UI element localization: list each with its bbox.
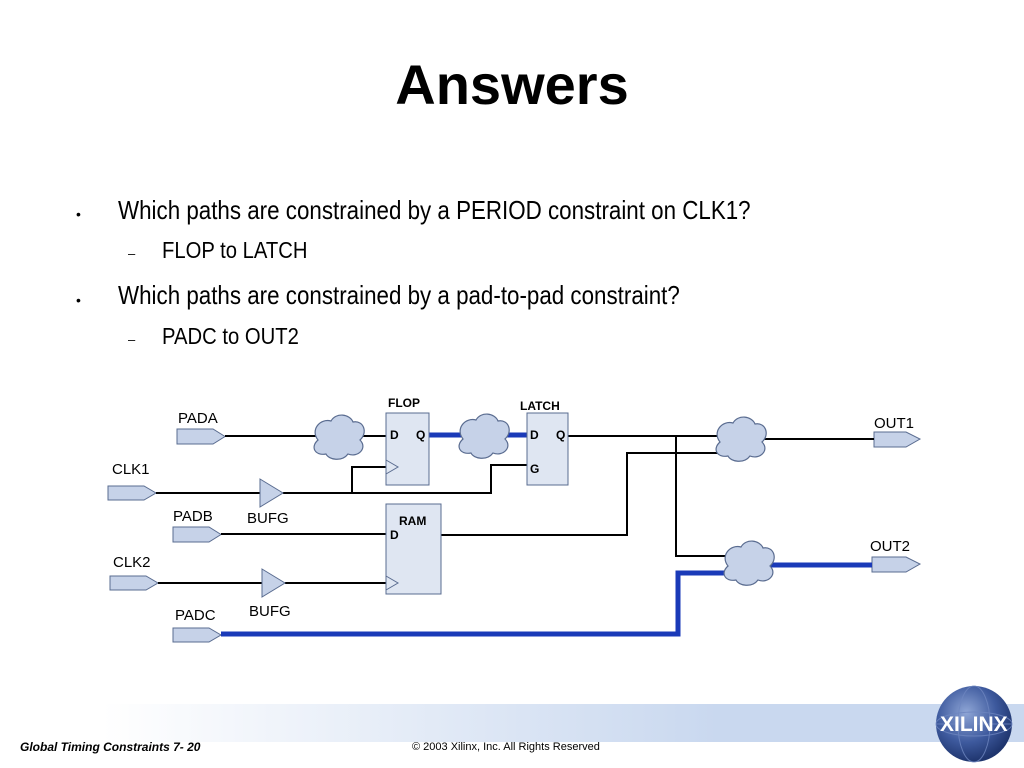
pad-clk2: [109, 575, 159, 591]
pad-pada: [176, 428, 226, 445]
latch-q-pin: Q: [556, 428, 565, 442]
label-clk1: CLK1: [112, 461, 150, 478]
pad-clk1: [107, 485, 157, 501]
logo-text: XILINX: [940, 713, 1008, 736]
ram-block: [385, 503, 442, 595]
circuit-diagram: PADA CLK1 PADB BUFG CLK2 PADC BUFG OUT1 …: [107, 396, 922, 643]
sub-bullet-2: PADC to OUT2: [162, 323, 299, 349]
bullet-dot: •: [76, 206, 81, 222]
flop-clock-marker: [385, 459, 399, 475]
bullet-list: • Which paths are constrained by a PERIO…: [0, 0, 1024, 360]
sub-bullet-dash: –: [128, 246, 136, 261]
sub-bullet-1: FLOP to LATCH: [162, 237, 308, 263]
label-pada: PADA: [178, 410, 218, 427]
latch-title: LATCH: [520, 399, 560, 413]
sub-bullet-dash: –: [128, 332, 136, 347]
footer-copyright: © 2003 Xilinx, Inc. All Rights Reserved: [412, 741, 600, 753]
bullet-2: Which paths are constrained by a pad-to-…: [118, 280, 680, 310]
label-clk2: CLK2: [113, 554, 151, 571]
ram-d-pin: D: [390, 528, 399, 542]
label-bufg-1: BUFG: [247, 510, 289, 527]
latch-g-pin: G: [530, 462, 539, 476]
footer-band: [0, 704, 1024, 742]
flop-title: FLOP: [388, 396, 420, 410]
label-padb: PADB: [173, 508, 213, 525]
bufg-triangle-1: [259, 478, 284, 508]
flop-block: [385, 412, 430, 486]
footer-course: Global Timing Constraints 7- 20: [20, 740, 201, 754]
flop-q-pin: Q: [416, 428, 425, 442]
logic-cloud: [313, 414, 365, 460]
latch-d-pin: D: [530, 428, 539, 442]
pad-padc: [172, 627, 222, 643]
logic-cloud: [715, 416, 767, 462]
pad-out1: [873, 431, 922, 448]
ram-clock-marker: [385, 575, 399, 591]
label-out2: OUT2: [870, 538, 910, 555]
flop-d-pin: D: [390, 428, 399, 442]
latch-block: [526, 412, 569, 486]
pad-padb: [172, 526, 222, 543]
label-out1: OUT1: [874, 415, 914, 432]
xilinx-logo: XILINX: [935, 685, 1013, 763]
label-bufg-2: BUFG: [249, 603, 291, 620]
pad-out2: [871, 556, 922, 573]
bufg-triangle-2: [261, 568, 286, 598]
logic-cloud: [458, 413, 510, 459]
label-padc: PADC: [175, 607, 216, 624]
highlighted-paths: [221, 432, 872, 637]
logic-cloud: [723, 540, 775, 586]
bullet-dot: •: [76, 292, 81, 308]
ram-title: RAM: [399, 514, 426, 528]
bullet-1: Which paths are constrained by a PERIOD …: [118, 195, 751, 225]
slide-title: Answers: [395, 53, 629, 116]
